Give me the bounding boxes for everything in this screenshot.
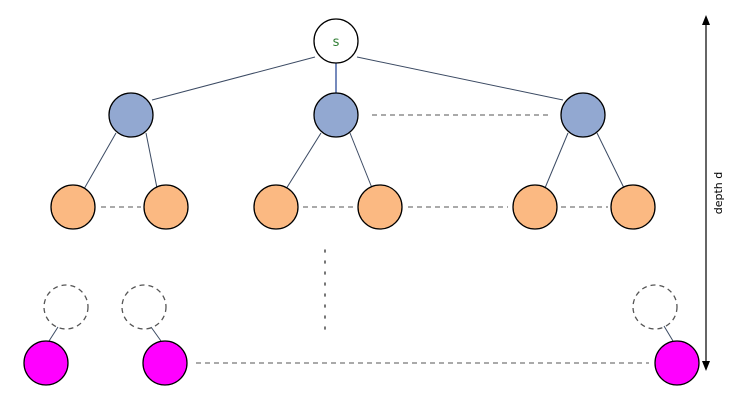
edge-root-l1a [151,56,316,101]
edge-ghost1-leaf1 [150,326,162,342]
edge-l1c-l2f [596,132,625,189]
edges-level1-to-level2 [83,132,625,190]
node-level1-0[interactable] [108,92,154,138]
depth-axis-arrow-up-icon [702,15,710,25]
node-level2-5[interactable] [610,184,656,230]
edge-l1a-l2b [145,132,158,189]
edge-root-l1c [356,56,564,101]
edges-ghost-to-leaf [48,325,674,342]
node-level2-0[interactable] [50,184,96,230]
node-leaf-1[interactable] [142,340,188,386]
edges-root-to-level1 [151,56,564,101]
edge-l1c-l2e [544,132,569,189]
node-leaf-0[interactable] [23,340,69,386]
edge-ghost2-leaf2 [663,325,674,342]
depth-axis-arrow-down-icon [702,361,710,371]
node-ghost-1[interactable] [121,284,167,330]
node-root[interactable]: s [313,18,359,64]
root-label: s [333,35,340,50]
level2-nodes [50,184,656,230]
node-ghost-2[interactable] [632,284,678,330]
node-leaf-2[interactable] [654,340,700,386]
dashed-connectors [101,114,649,364]
ghost-nodes [43,284,678,330]
edge-l1a-l2a [83,132,117,190]
node-level2-2[interactable] [253,184,299,230]
depth-axis: depth d [702,15,725,371]
depth-axis-label: depth d [712,172,725,215]
node-level1-1[interactable] [313,92,359,138]
edge-l1b-l2c [285,132,322,190]
node-ghost-0[interactable] [43,284,89,330]
leaf-nodes [23,340,700,386]
level1-nodes [108,92,606,138]
node-level2-4[interactable] [512,184,558,230]
node-level2-1[interactable] [143,184,189,230]
edge-l1b-l2d [349,132,373,189]
edge-ghost0-leaf0 [48,326,59,342]
node-level2-3[interactable] [357,184,403,230]
root-circle [313,18,359,64]
node-level1-2[interactable] [560,92,606,138]
